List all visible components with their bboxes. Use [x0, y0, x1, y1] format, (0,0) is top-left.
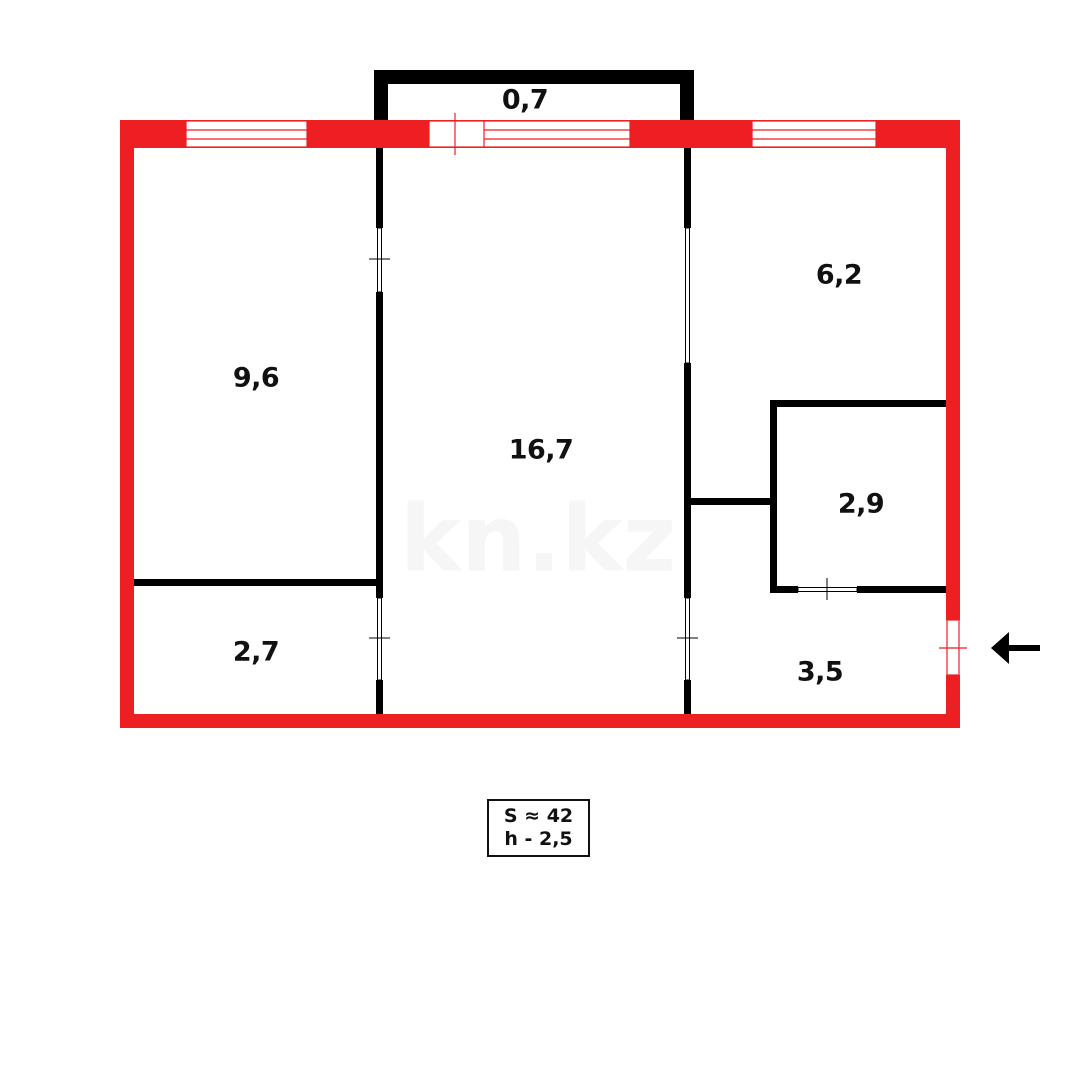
entrance-door [939, 619, 967, 676]
room-label-closet: 2,7 [233, 637, 279, 668]
room-label-hallway: 3,5 [797, 657, 843, 688]
room-label-bathroom: 2,9 [838, 489, 884, 520]
door-kitchen [685, 227, 690, 364]
door-bathroom [797, 578, 858, 600]
balcony-frame [374, 70, 694, 120]
window-bedroom [185, 120, 308, 148]
door-closet [369, 597, 390, 681]
total-area: S ≈ 42 [503, 805, 574, 827]
balcony-door-window [428, 113, 631, 155]
summary-box: S ≈ 42 h - 2,5 [487, 799, 590, 857]
window-kitchen [751, 120, 877, 148]
watermark-text: kn.kz [400, 485, 676, 592]
arrow-left-icon [991, 632, 1040, 664]
door-bedroom [369, 227, 390, 293]
room-label-bedroom: 9,6 [233, 363, 279, 394]
room-label-living-room: 16,7 [509, 435, 574, 466]
door-living-room [677, 597, 698, 681]
ceiling-height: h - 2,5 [504, 828, 573, 850]
room-label-kitchen: 6,2 [816, 260, 862, 291]
interior-walls [134, 148, 946, 714]
room-label-balcony: 0,7 [502, 85, 548, 116]
